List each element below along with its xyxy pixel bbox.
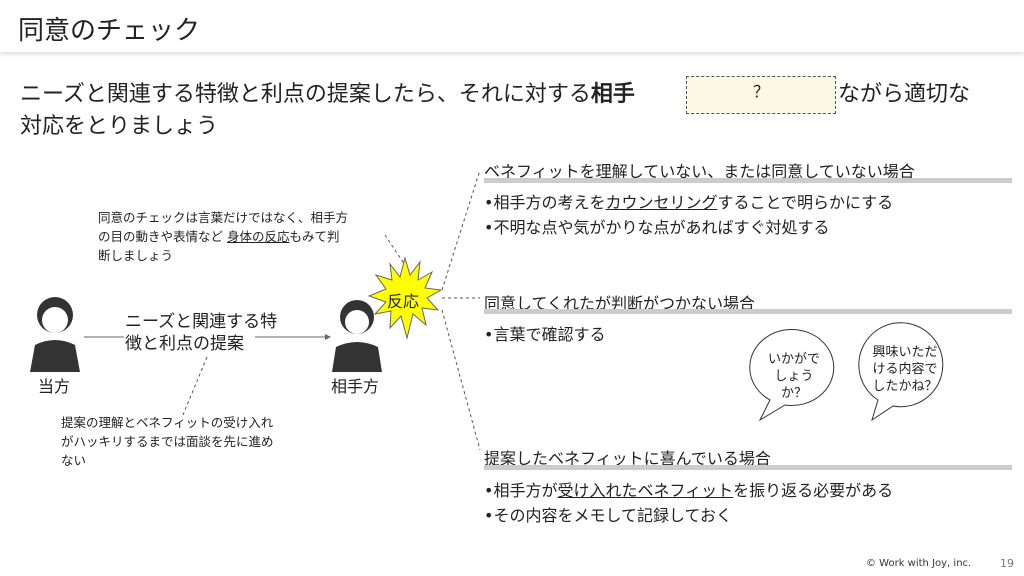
lead-line2: 対応をとりましょう — [20, 114, 219, 139]
arrow-label-l1: ニーズと関連する特 — [125, 312, 278, 332]
t: いかがで — [767, 352, 820, 367]
note-bottom-l2: がハッキリするまでは面談を先に進め — [61, 434, 274, 449]
lead-text: ニーズと関連する特徴と利点の提案したら、それに対する相手 — [20, 80, 635, 110]
other-label: 相手方 — [331, 377, 380, 396]
t: •相手方の考えを — [484, 193, 606, 212]
burst-shape — [367, 256, 443, 340]
speech-bubble-2 — [858, 322, 944, 422]
t: ける内容で — [872, 362, 938, 377]
t: しょうか？ — [774, 369, 814, 401]
case3-heading: 提案したベネフィットに喜んでいる場合 — [484, 449, 771, 468]
t: •相手方が — [484, 481, 558, 500]
bullet: •相手方の考えをカウンセリングすることで明らかにする — [484, 190, 893, 215]
case1-bullets: •相手方の考えをカウンセリングすることで明らかにする •不明な点や気がかりな点が… — [484, 190, 893, 240]
note-top-l3: 断しましょう — [98, 248, 174, 263]
case2-heading: 同意してくれたが判断がつかない場合 — [484, 294, 756, 313]
lead-bold: 相手 — [590, 82, 635, 107]
bullet: •相手方が受け入れたベネフィットを振り返る必要がある — [484, 478, 893, 503]
t: することで明らかにする — [717, 193, 894, 212]
arrow-label-l2: 徴と利点の提案 — [125, 334, 244, 354]
answer-blank[interactable]: ？ — [686, 76, 836, 114]
t: もみて判 — [289, 229, 340, 244]
arrow-label: ニーズと関連する特徴と利点の提案 — [125, 311, 277, 355]
note-top-l2: の目の動きや表情など 身体の反応もみて判 — [98, 227, 348, 246]
note-top: 同意のチェックは言葉だけではなく、相手方 の目の動きや表情など 身体の反応もみて… — [98, 208, 348, 265]
case3-bullets: •相手方が受け入れたベネフィットを振り返る必要がある •その内容をメモして記録し… — [484, 478, 893, 528]
t: したかね？ — [872, 379, 938, 394]
underlined: カウンセリング — [605, 193, 718, 212]
underlined: 身体の反応 — [226, 229, 290, 244]
note-bottom: 提案の理解とベネフィットの受け入れ がハッキリするまでは面談を先に進め ない — [61, 413, 274, 470]
t: の目の動きや表情など — [98, 229, 227, 244]
bullet: •不明な点や気がかりな点があればすぐ対処する — [484, 218, 830, 237]
lead-part1: ニーズと関連する特徴と利点の提案したら、それに対する — [20, 82, 591, 107]
self-label: 当方 — [38, 377, 71, 396]
burst-label: 反応 — [387, 292, 420, 311]
person-self-icon — [30, 297, 80, 372]
copyright: © Work with Joy, inc. — [866, 558, 972, 569]
divider — [484, 465, 1012, 470]
t: を振り返る必要がある — [733, 481, 894, 500]
person-other-icon — [332, 300, 382, 372]
header-bar — [0, 0, 1024, 52]
note-bottom-l3: ない — [61, 453, 87, 468]
lead-part2: ながら適切な — [838, 82, 971, 107]
divider — [484, 178, 1012, 183]
speech-bubble-1 — [749, 329, 835, 422]
note-bottom-l1: 提案の理解とベネフィットの受け入れ — [61, 415, 274, 430]
bullet: •その内容をメモして記録しておく — [484, 506, 732, 525]
underlined: 受け入れたベネフィット — [557, 481, 734, 500]
case1-heading: ベネフィットを理解していない、または同意していない場合 — [484, 162, 915, 181]
page-title: 同意のチェック — [18, 16, 201, 46]
bubble-2-text: 興味いただける内容でしたかね？ — [870, 344, 940, 395]
bubble-1-text: いかがでしょうか？ — [762, 351, 826, 402]
note-top-l1: 同意のチェックは言葉だけではなく、相手方 — [98, 210, 349, 225]
page-number: 19 — [1000, 557, 1014, 570]
bullet: •言葉で確認する — [484, 325, 606, 344]
t: 興味いただ — [872, 345, 938, 360]
divider — [484, 309, 1012, 314]
